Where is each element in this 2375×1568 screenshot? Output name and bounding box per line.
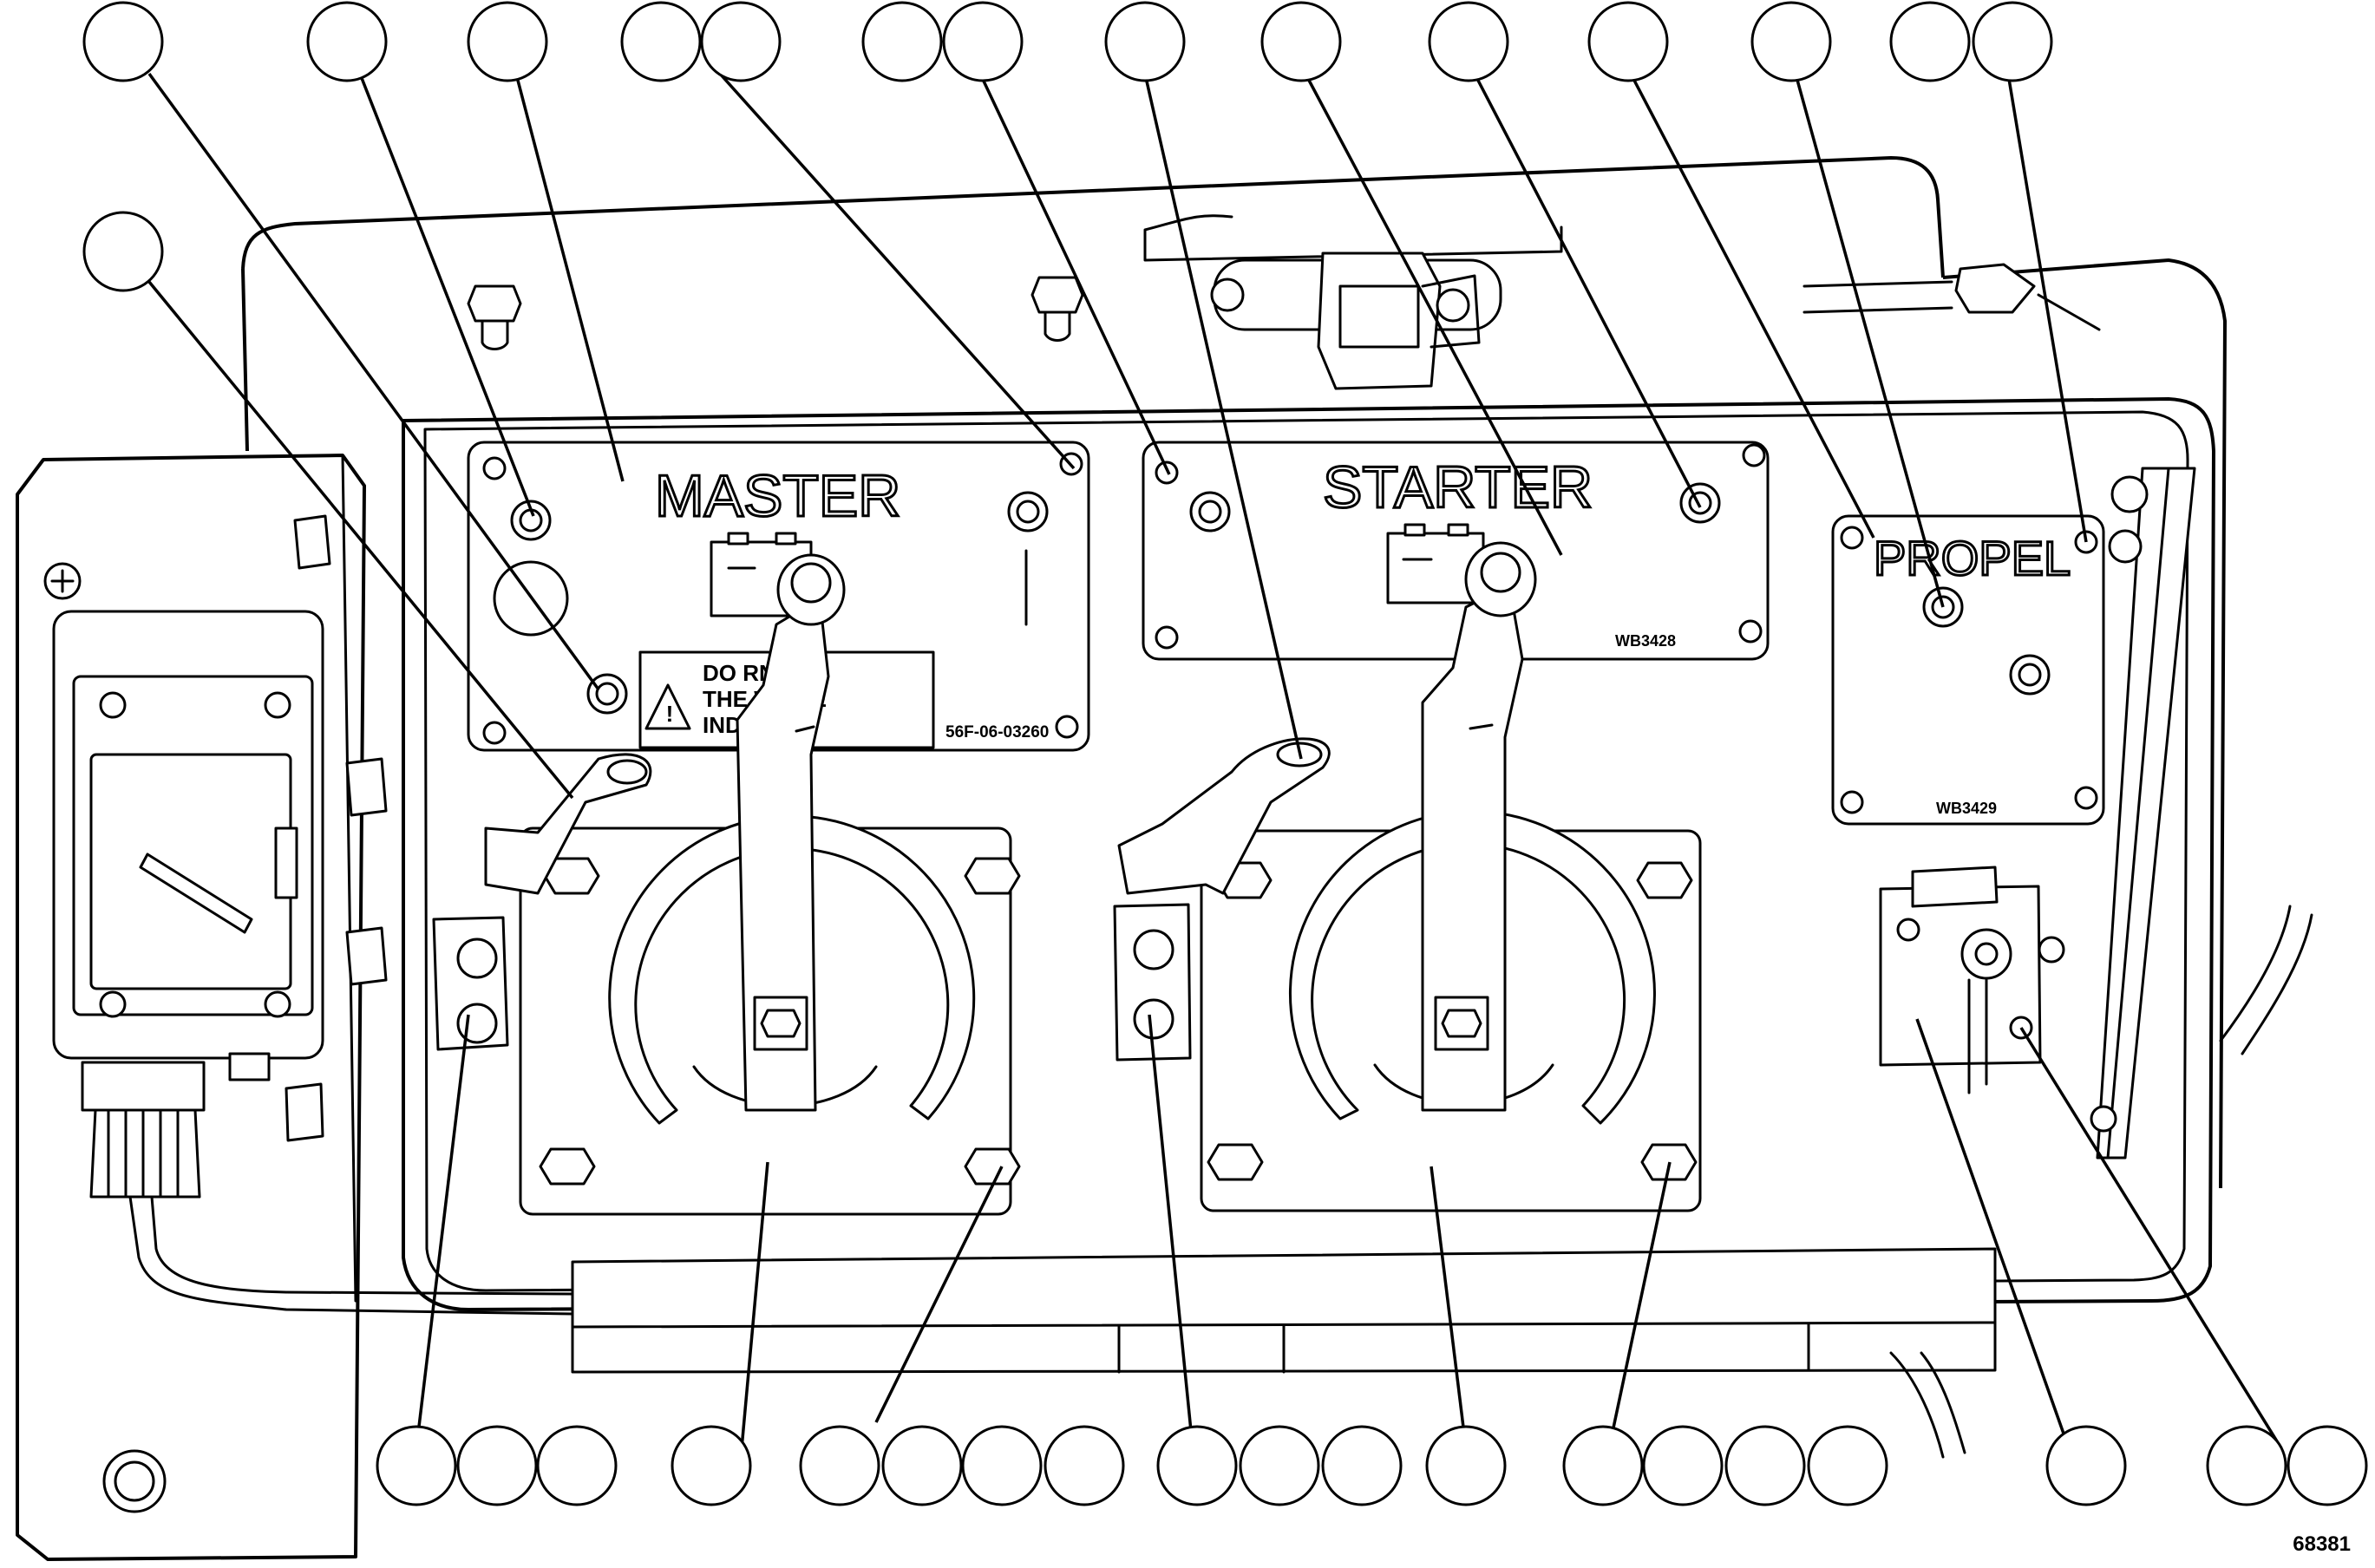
callout-circle <box>1104 1 1186 82</box>
callout-circle <box>1321 1425 1403 1506</box>
callout-circle <box>1750 1 1832 82</box>
callout-circle <box>1044 1425 1125 1506</box>
propel-plate-title: PROPEL <box>1874 531 2071 585</box>
callout-circle <box>1239 1425 1320 1506</box>
callout-circle <box>536 1425 618 1506</box>
callout-circle <box>961 1425 1043 1506</box>
callout-circle <box>82 1 164 82</box>
callout-circle <box>881 1425 963 1506</box>
callout-circle <box>2045 1425 2127 1506</box>
callout-circle <box>2206 1425 2287 1506</box>
callout-circle <box>82 211 164 292</box>
callout-circle <box>1889 1 1971 82</box>
figure-number: 68381 <box>2293 1532 2351 1556</box>
callout-circle <box>620 1 702 82</box>
callout-circle <box>2287 1425 2368 1506</box>
callout-circle <box>306 1 388 82</box>
starter-part-number: WB3428 <box>1615 632 1676 650</box>
propel-plate: PROPEL WB3429 <box>1831 514 2105 1094</box>
callout-circle <box>1562 1425 1644 1506</box>
callout-circle <box>1425 1425 1507 1506</box>
callout-circle <box>1972 1 2053 82</box>
callout-circle <box>1156 1425 1238 1506</box>
callout-circle <box>1724 1425 1806 1506</box>
callout-circle <box>1807 1425 1888 1506</box>
callout-circle <box>671 1425 752 1506</box>
master-plate-title: MASTER <box>655 463 900 529</box>
starter-plate-title: STARTER <box>1323 454 1593 520</box>
callout-circle <box>1260 1 1342 82</box>
callout-circle <box>467 1 548 82</box>
callout-circles <box>82 1 2368 1506</box>
svg-text:!: ! <box>666 701 674 727</box>
callout-circle <box>861 1 943 82</box>
callout-circle <box>799 1425 880 1506</box>
right-linkage <box>1889 467 2313 1459</box>
callout-circle <box>942 1 1024 82</box>
left-junction-box <box>16 454 574 1561</box>
callout-circle <box>1428 1 1509 82</box>
propel-part-number: WB3429 <box>1936 800 1997 817</box>
callout-circle <box>1587 1 1669 82</box>
leader-lines <box>147 72 2283 1449</box>
master-switch <box>432 553 1021 1216</box>
starter-switch <box>1113 541 1702 1212</box>
callout-circle <box>376 1425 457 1506</box>
callout-circle <box>456 1425 538 1506</box>
callout-circle <box>1642 1425 1724 1506</box>
master-part-number: 56F-06-03260 <box>945 723 1049 742</box>
callout-circle <box>700 1 782 82</box>
